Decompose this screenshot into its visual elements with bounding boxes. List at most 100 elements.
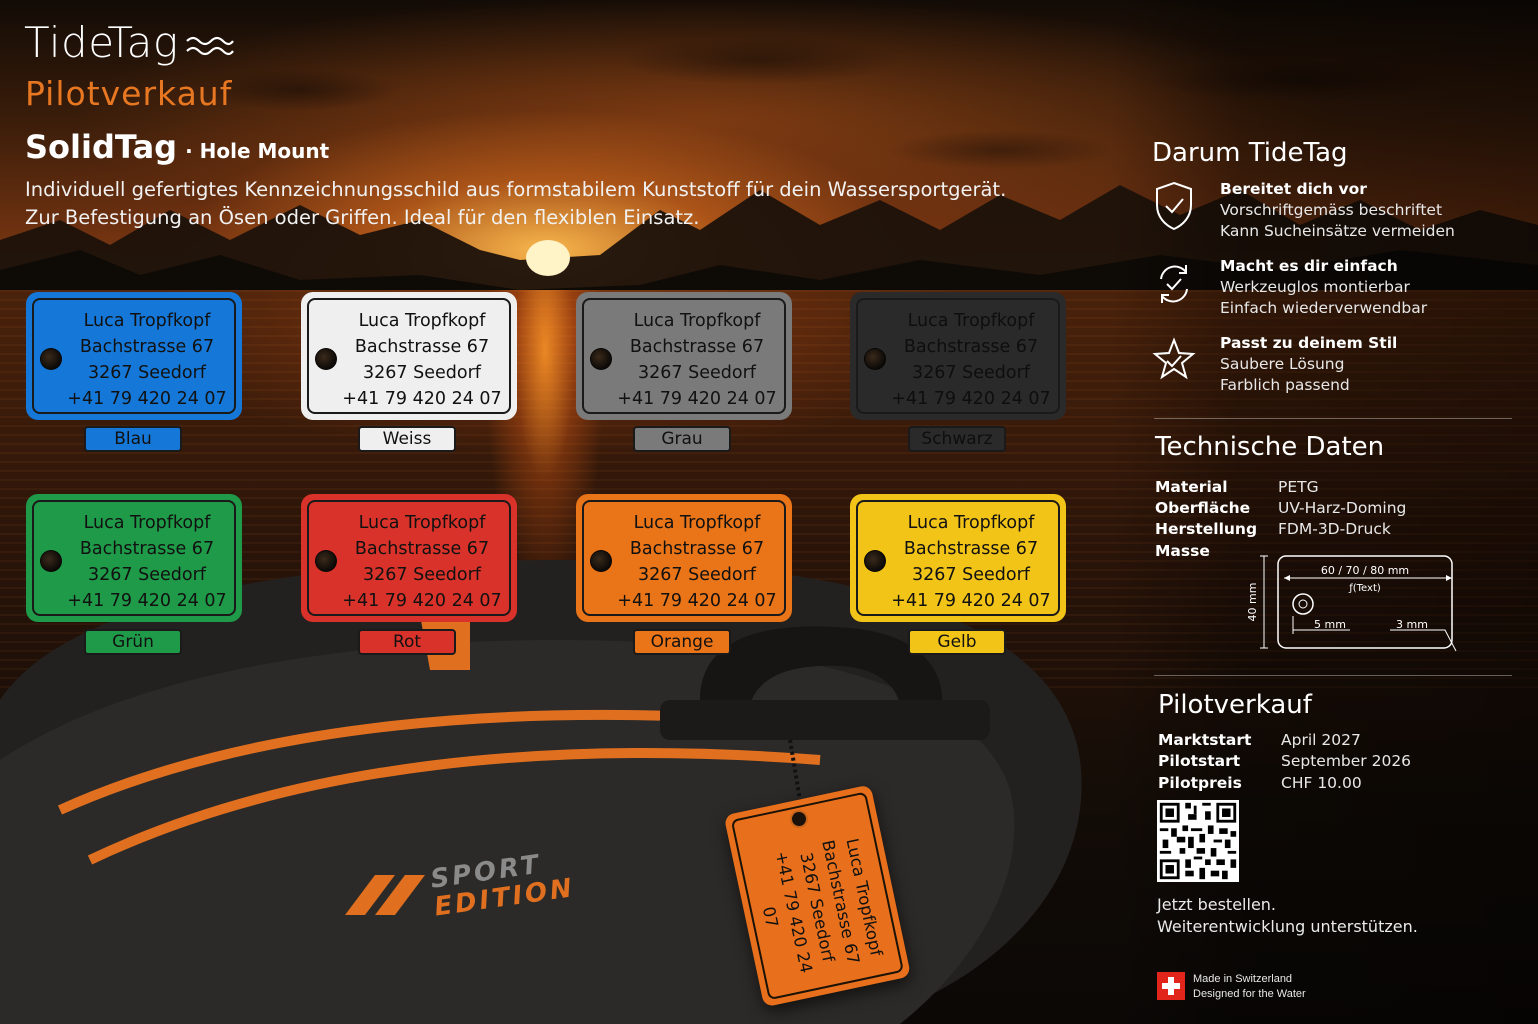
- color-label-weiss[interactable]: Weiss: [358, 426, 456, 452]
- benefit-line: Werkzeuglos montierbar: [1220, 278, 1410, 296]
- tag-hole: [40, 348, 62, 370]
- section-divider: [1154, 418, 1512, 419]
- tech-key: Material: [1155, 478, 1228, 496]
- tag-line: +41 79 420 24 07: [891, 389, 1051, 409]
- tag-line: Bachstrasse 67: [629, 337, 765, 357]
- tag-line: Bachstrasse 67: [629, 539, 765, 559]
- description-line: Individuell gefertigtes Kennzeichnungssc…: [25, 178, 1007, 201]
- tag-line: 3267 Seedorf: [88, 363, 206, 383]
- benefit-line: Saubere Lösung: [1220, 355, 1345, 373]
- tech-value: FDM-3D-Druck: [1278, 520, 1391, 538]
- qr-code[interactable]: [1157, 800, 1239, 882]
- tag-line: Bachstrasse 67: [354, 539, 490, 559]
- tag-line: 3267 Seedorf: [638, 565, 756, 585]
- benefit-item: Bereitet dich vor Vorschriftgemäss besch…: [1152, 180, 1512, 244]
- tag-line: Luca Tropfkopf: [633, 513, 761, 533]
- benefit-head: Passt zu deinem Stil: [1220, 334, 1398, 352]
- tag-line: +41 79 420 24 07: [617, 591, 777, 611]
- tag-hole: [864, 550, 886, 572]
- tag-line: Luca Tropfkopf: [358, 311, 486, 331]
- pilot-value: September 2026: [1281, 752, 1412, 770]
- section-divider: [1154, 675, 1512, 676]
- tag-line: Luca Tropfkopf: [907, 311, 1035, 331]
- why-title: Darum TideTag: [1152, 138, 1348, 168]
- dim-width-label: 60 / 70 / 80 mm: [1321, 564, 1409, 577]
- tag-line: Luca Tropfkopf: [907, 513, 1035, 533]
- description-line: Zur Befestigung an Ösen oder Griffen. Id…: [25, 206, 700, 229]
- tag-line: +41 79 420 24 07: [67, 591, 227, 611]
- product-description: Individuell gefertigtes Kennzeichnungssc…: [25, 176, 1006, 232]
- pilot-key: Marktstart: [1158, 731, 1252, 749]
- tech-value: UV-Harz-Doming: [1278, 499, 1407, 517]
- swiss-badge: Made in Switzerland Designed for the Wat…: [1157, 972, 1306, 1002]
- color-label-schwarz[interactable]: Schwarz: [908, 426, 1006, 452]
- dim-radius-label: 3 mm: [1396, 618, 1428, 631]
- tech-title: Technische Daten: [1155, 432, 1385, 462]
- tech-key: Herstellung: [1155, 520, 1258, 538]
- benefit-item: Passt zu deinem Stil Saubere Lösung Farb…: [1152, 334, 1512, 398]
- tag-line: Bachstrasse 67: [903, 539, 1039, 559]
- brand-logo: TideTag: [24, 18, 235, 67]
- tag-hole: [590, 348, 612, 370]
- pilot-key: Pilotstart: [1158, 752, 1241, 770]
- product-variant: · Hole Mount: [185, 139, 330, 163]
- pilot-key: Pilotpreis: [1158, 774, 1242, 792]
- tag-line: 3267 Seedorf: [638, 363, 756, 383]
- benefit-line: Farblich passend: [1220, 376, 1350, 394]
- tag-line: 3267 Seedorf: [912, 565, 1030, 585]
- tag-line: +41 79 420 24 07: [891, 591, 1051, 611]
- color-label-blau[interactable]: Blau: [84, 426, 182, 452]
- tag-hole: [315, 348, 337, 370]
- tag-line: Luca Tropfkopf: [83, 513, 211, 533]
- tech-key: Masse: [1155, 542, 1210, 560]
- pilot-title: Pilotverkauf: [1158, 690, 1312, 720]
- color-label-orange[interactable]: Orange: [633, 629, 731, 655]
- tag-line: +41 79 420 24 07: [342, 389, 502, 409]
- product-name: SolidTag: [25, 128, 178, 166]
- dim-hole-label: 5 mm: [1314, 618, 1346, 631]
- tag-line: Luca Tropfkopf: [633, 311, 761, 331]
- pilot-value: April 2027: [1281, 731, 1361, 749]
- brand-subtitle: Pilotverkauf: [25, 74, 233, 113]
- tag-line: +41 79 420 24 07: [617, 389, 777, 409]
- tag-line: 3267 Seedorf: [88, 565, 206, 585]
- dim-height-label: 40 mm: [1246, 583, 1259, 622]
- swiss-flag-icon: [1157, 972, 1185, 1000]
- color-label-grün[interactable]: Grün: [84, 629, 182, 655]
- benefit-line: Kann Sucheinsätze vermeiden: [1220, 222, 1455, 240]
- benefit-item: Macht es dir einfach Werkzeuglos montier…: [1152, 257, 1512, 321]
- tag-line: Bachstrasse 67: [79, 337, 215, 357]
- tech-value: PETG: [1278, 478, 1319, 496]
- color-label-rot[interactable]: Rot: [358, 629, 456, 655]
- tag-hole: [864, 348, 886, 370]
- footer-line: Designed for the Water: [1193, 988, 1306, 1000]
- dimension-drawing: 40 mm 60 / 70 / 80 mm ƒ(Text) 5 mm 3 mm: [1246, 555, 1457, 652]
- tag-line: Bachstrasse 67: [79, 539, 215, 559]
- wave-icon: [185, 36, 234, 55]
- tag-line: 3267 Seedorf: [912, 363, 1030, 383]
- color-label-grau[interactable]: Grau: [633, 426, 731, 452]
- product-heading: SolidTag · Hole Mount: [25, 128, 329, 166]
- star-check-icon: [1152, 337, 1196, 380]
- color-label-gelb[interactable]: Gelb: [908, 629, 1006, 655]
